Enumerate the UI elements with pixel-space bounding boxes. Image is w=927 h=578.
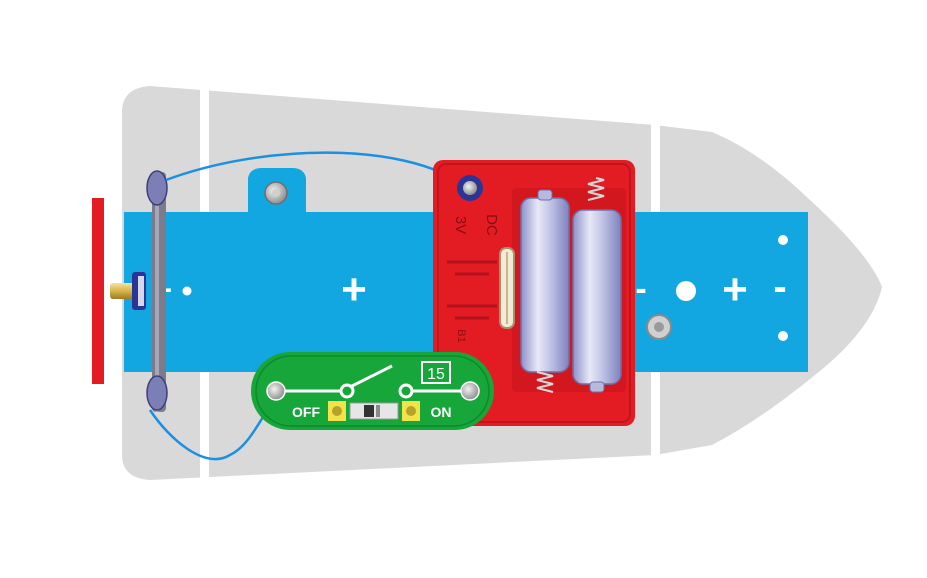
- switch-schematic-lever: [349, 364, 393, 389]
- battery-snap-inner: [463, 181, 477, 195]
- battery-label-side: B1: [455, 329, 467, 342]
- motor-shaft: [110, 283, 138, 299]
- strip-markings: + + - - -: [162, 235, 788, 341]
- battery-spring-bottom: [536, 371, 554, 393]
- strip-dot: [182, 286, 192, 296]
- battery-cell-left: [520, 197, 570, 373]
- hull-snap-right-center: [654, 322, 664, 332]
- switch-schematic-node: [339, 383, 355, 399]
- switch-snap-left: [266, 381, 286, 401]
- plus-symbol-right: +: [722, 265, 748, 314]
- motor-snap-top: [146, 170, 168, 206]
- switch-number: 15: [427, 366, 445, 383]
- motor-snap-bottom: [146, 375, 168, 411]
- switch-number-box: [421, 361, 451, 384]
- switch-label-on: ON: [431, 404, 452, 420]
- switch-schematic-node: [398, 383, 414, 399]
- strip-dot: [778, 235, 788, 245]
- battery-cell-right-terminal: [589, 381, 605, 393]
- propeller: [92, 198, 104, 384]
- wire-bottom: [148, 409, 268, 461]
- battery-holder: DC 3V B1: [433, 160, 635, 426]
- strip-dot: [676, 281, 696, 301]
- strip-tab-snap-center: [272, 189, 280, 197]
- motor-shaft-ring: [138, 276, 144, 306]
- minus-symbol-left: -: [162, 272, 172, 305]
- minus-symbol-mid: -: [635, 270, 646, 308]
- switch-pad-left-dot: [332, 406, 342, 416]
- slide-switch[interactable]: 15 OFF ON: [251, 352, 494, 430]
- switch-slider-knob[interactable]: [364, 405, 374, 417]
- switch-snap-right: [460, 381, 480, 401]
- battery-cell-right: [572, 209, 622, 385]
- strip-dot: [778, 331, 788, 341]
- battery-spring-top: [587, 177, 605, 201]
- minus-symbol-far-right: -: [773, 265, 786, 309]
- switch-label-off: OFF: [292, 404, 320, 420]
- battery-label-voltage: 3V: [452, 216, 469, 234]
- switch-pad-right-dot: [406, 406, 416, 416]
- switch-slider-knob-edge: [376, 405, 380, 417]
- battery-cell-left-terminal: [537, 189, 553, 201]
- battery-label-dc: DC: [483, 214, 500, 236]
- motor-bar-highlight: [155, 172, 159, 412]
- plus-symbol-left: +: [341, 265, 367, 314]
